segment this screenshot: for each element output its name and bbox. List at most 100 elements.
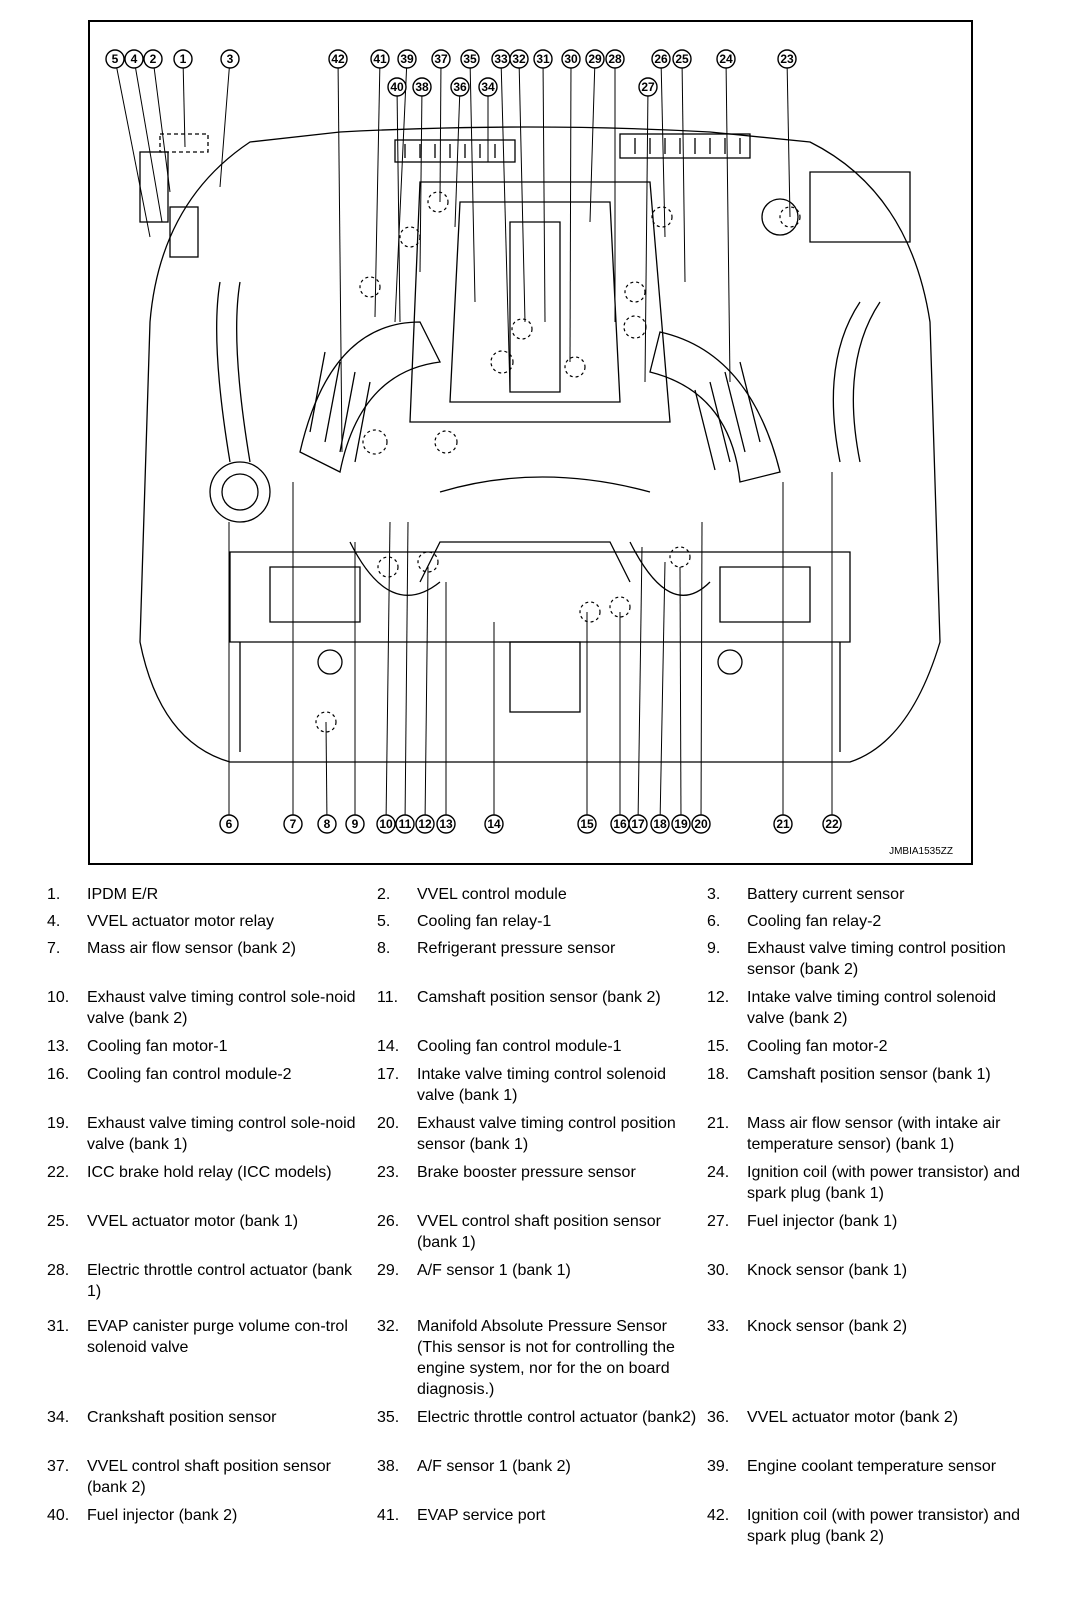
- legend-item-label: VVEL control module: [417, 886, 567, 903]
- figure-code: JMBIA1535ZZ: [889, 846, 953, 857]
- legend-row: 31. EVAP canister purge volume con-trol s…: [47, 1316, 1037, 1400]
- legend-item-number: 2.: [377, 886, 391, 903]
- callout-circle-17: [628, 814, 648, 834]
- legend-item-number: 36.: [707, 1409, 730, 1426]
- legend-item-label: VVEL actuator motor (bank 1): [87, 1213, 299, 1230]
- legend-row: 37.VVEL control shaft position sensor (b…: [47, 1456, 1037, 1498]
- legend-item-label: EVAP canister purge volume con-trol sole…: [87, 1318, 348, 1356]
- callout-circle-20: [691, 814, 711, 834]
- callout-number-22: 22: [825, 817, 839, 831]
- callout-number-37: 37: [434, 52, 448, 66]
- callout-circle-35: [460, 49, 480, 69]
- legend-item: 8.Refrigerant pressure sensor: [377, 938, 707, 980]
- legend-item-label: Manifold Absolute Pressure Sensor (This …: [417, 1318, 675, 1398]
- legend-item-label: Electric throttle control actuator (bank…: [417, 1409, 697, 1426]
- callout-circle-14: [484, 814, 504, 834]
- leader-line-27: [644, 86, 649, 383]
- callout-circle-12: [415, 814, 435, 834]
- callout-number-11: 11: [399, 817, 412, 831]
- legend-item: 40.Fuel injector (bank 2): [47, 1505, 377, 1547]
- leader-line-1: [182, 58, 186, 148]
- legend-item: 31. EVAP canister purge volume con-trol s…: [47, 1316, 377, 1400]
- legend-item-label: Intake valve timing control solenoid val…: [747, 989, 997, 1027]
- legend-item: 23.Brake booster pressure sensor: [377, 1162, 707, 1204]
- callout-circle-11: [395, 814, 415, 834]
- callout-circle-40: [387, 77, 407, 97]
- legend-row: 25.VVEL actuator motor (bank 1)26.VVEL c…: [47, 1211, 1037, 1253]
- legend-item: 3. Battery current sensor: [707, 884, 1037, 905]
- legend-item: 41.EVAP service port: [377, 1505, 707, 1547]
- callout-circle-30: [561, 49, 581, 69]
- legend-item-number: 19.: [47, 1115, 70, 1132]
- leader-line-2: [152, 58, 171, 193]
- callout-number-4: 4: [131, 52, 138, 66]
- legend-item: 2. VVEL control module: [377, 884, 707, 905]
- legend-item-number: 26.: [377, 1213, 400, 1230]
- legend-item-number: 29.: [377, 1262, 400, 1279]
- legend-item-number: 17.: [377, 1066, 400, 1083]
- legend-item: 1.IPDM E/R: [47, 884, 377, 905]
- callout-circle-38: [412, 77, 432, 97]
- legend-item: 42.Ignition coil (with power transistor)…: [707, 1505, 1037, 1547]
- callout-circle-29: [585, 49, 605, 69]
- leader-lines: [114, 58, 833, 825]
- callout-number-31: 31: [536, 52, 550, 66]
- legend-item-label: Engine coolant temperature sensor: [747, 1458, 997, 1475]
- legend-item-label: Exhaust valve timing control sole-noid v…: [87, 1115, 356, 1153]
- leader-line-12: [424, 566, 429, 825]
- legend-item-label: Camshaft position sensor (bank 1): [747, 1066, 991, 1083]
- callout-number-42: 42: [331, 52, 345, 66]
- legend-item-label: Knock sensor (bank 1): [747, 1262, 908, 1279]
- legend-item: 30.Knock sensor (bank 1): [707, 1260, 1037, 1302]
- legend-row: 22.ICC brake hold relay (ICC models)23.B…: [47, 1162, 1037, 1204]
- legend-item: 22.ICC brake hold relay (ICC models): [47, 1162, 377, 1204]
- legend-item-label: Battery current sensor: [747, 886, 905, 903]
- leader-line-19: [679, 566, 682, 825]
- legend-item-label: Exhaust valve timing control position se…: [417, 1115, 676, 1153]
- legend-item-number: 3.: [707, 886, 721, 903]
- legend-item: 29.A/F sensor 1 (bank 1): [377, 1260, 707, 1302]
- leader-line-42: [337, 58, 343, 453]
- legend-item: 7.Mass air flow sensor (bank 2): [47, 938, 377, 980]
- leader-line-31: [542, 58, 546, 323]
- callout-number-2: 2: [150, 52, 157, 66]
- callout-circle-8: [317, 814, 337, 834]
- leader-line-4: [133, 58, 163, 223]
- legend-item: 39. Engine coolant temperature sensor: [707, 1456, 1037, 1498]
- engine-line-art: [139, 126, 941, 763]
- legend-item-label: Ignition coil (with power transistor) an…: [747, 1507, 1021, 1545]
- legend-item-label: Fuel injector (bank 1): [747, 1213, 898, 1230]
- leader-line-40: [396, 86, 401, 323]
- legend-item-label: Crankshaft position sensor: [87, 1409, 277, 1426]
- callout-circle-13: [436, 814, 456, 834]
- legend-item-label: A/F sensor 1 (bank 2): [417, 1458, 571, 1475]
- callout-number-41: 41: [373, 52, 387, 66]
- legend-item: 27.Fuel injector (bank 1): [707, 1211, 1037, 1253]
- legend-row: 28.Electric throttle control actuator (b…: [47, 1260, 1037, 1302]
- legend-row: 10.Exhaust valve timing control sole-noi…: [47, 987, 1037, 1029]
- leader-line-11: [404, 521, 409, 825]
- legend-item-number: 34.: [47, 1409, 70, 1426]
- callout-circle-21: [773, 814, 793, 834]
- legend-row: 40.Fuel injector (bank 2)41.EVAP service…: [47, 1505, 1037, 1547]
- callout-number-33: 33: [494, 52, 508, 66]
- callout-circle-39: [397, 49, 417, 69]
- legend-item: 14.Cooling fan control module-1: [377, 1036, 707, 1057]
- callout-number-23: 23: [780, 52, 794, 66]
- legend-item: 20.Exhaust valve timing control position…: [377, 1113, 707, 1155]
- legend-item: 32.Manifold Absolute Pressure Sensor (Th…: [377, 1316, 707, 1400]
- legend-item-number: 39.: [707, 1458, 730, 1475]
- legend-row: 19. Exhaust valve timing control sole-noi…: [47, 1113, 1037, 1155]
- legend-item-number: 38.: [377, 1458, 400, 1475]
- callout-circle-18: [650, 814, 670, 834]
- leader-line-18: [659, 561, 666, 825]
- legend-item-number: 9.: [707, 940, 721, 957]
- callout-number-25: 25: [675, 52, 689, 66]
- legend-item-number: 31.: [47, 1318, 70, 1335]
- callout-circle-41: [370, 49, 390, 69]
- callout-circle-7: [283, 814, 303, 834]
- legend-item: 15.Cooling fan motor-2: [707, 1036, 1037, 1057]
- legend-item-label: IPDM E/R: [87, 886, 159, 903]
- legend-item-number: 13.: [47, 1038, 70, 1055]
